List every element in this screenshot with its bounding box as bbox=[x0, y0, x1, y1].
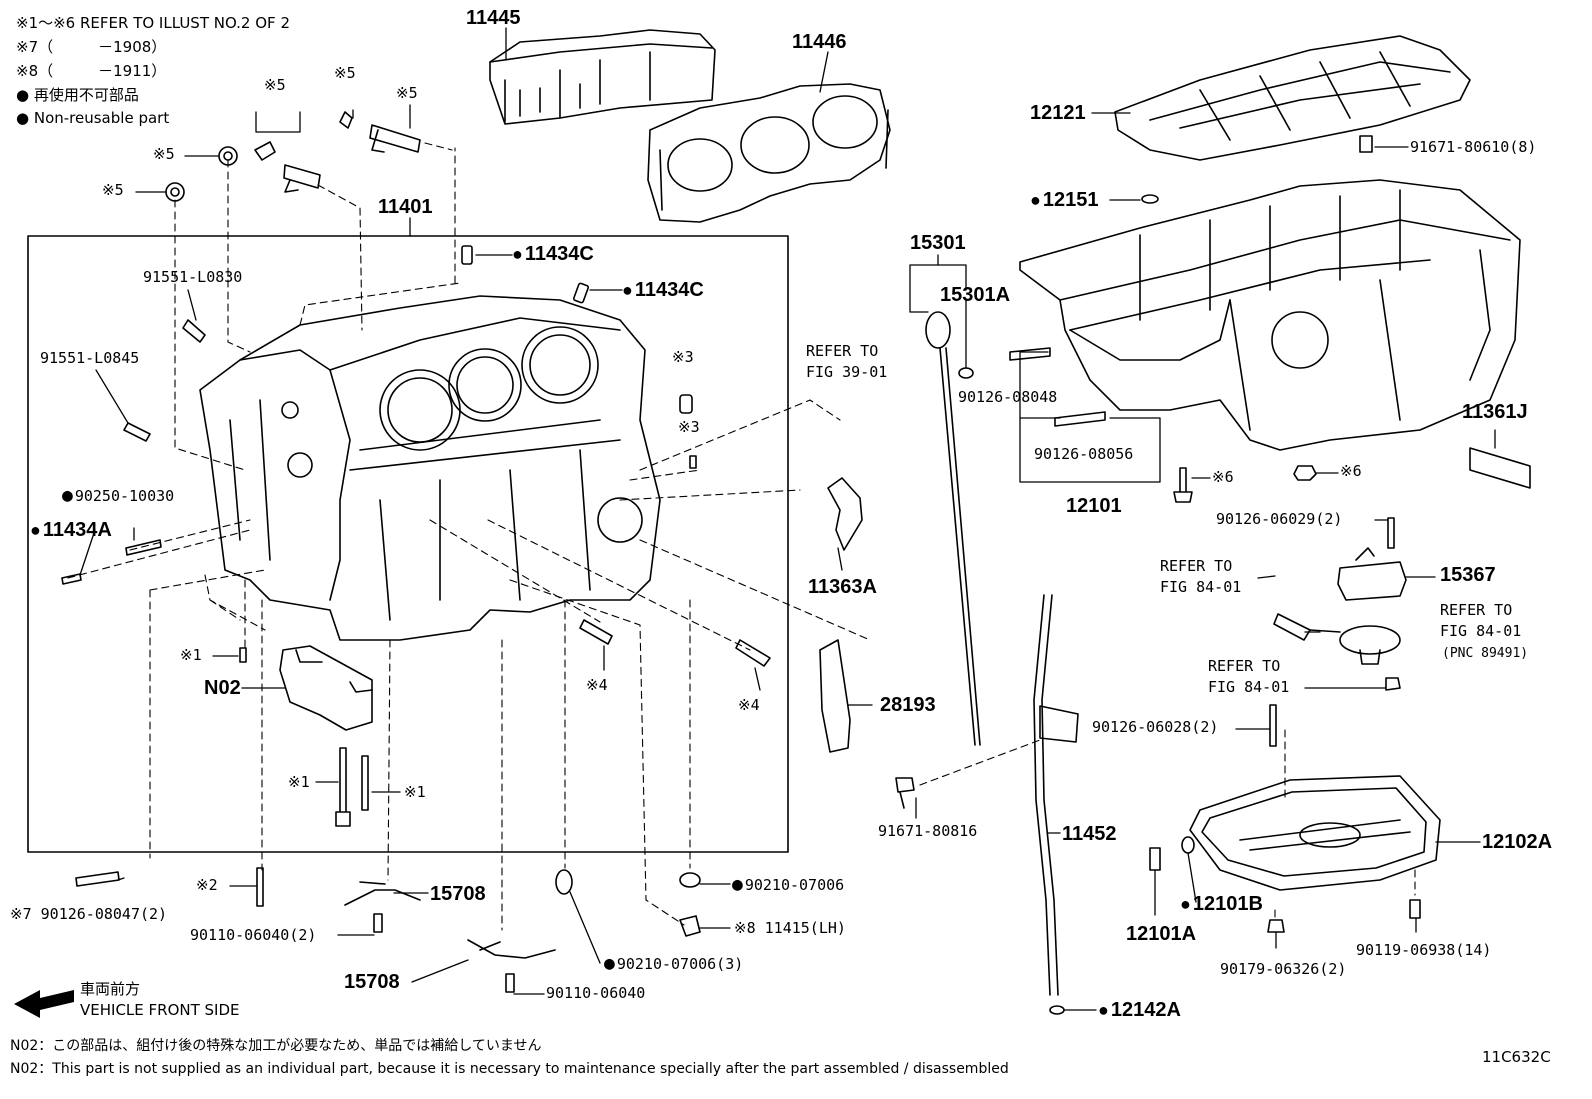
note-nonreusable-jp: ● 再使用不可部品 bbox=[16, 86, 139, 104]
label-11446[interactable]: 11446 bbox=[792, 31, 847, 53]
label-11445[interactable]: 11445 bbox=[466, 7, 521, 29]
label-refer-fig84-c-line2[interactable]: FIG 84-01 bbox=[1208, 678, 1290, 696]
illustration-code: 11C632C bbox=[1482, 1048, 1551, 1066]
label-mark1-a: ※1 bbox=[180, 646, 202, 664]
label-12101A[interactable]: 12101A bbox=[1126, 923, 1197, 945]
label-12101B[interactable]: 12101B bbox=[1180, 894, 1263, 914]
label-91551-L0830[interactable]: 91551-L0830 bbox=[143, 268, 243, 286]
front-side-jp: 車両前方 bbox=[80, 980, 141, 998]
label-mark5-e: ※5 bbox=[102, 181, 124, 199]
label-refer-fig84-b-line2[interactable]: FIG 84-01 bbox=[1440, 622, 1522, 640]
label-90126-08048[interactable]: 90126-08048 bbox=[958, 388, 1058, 406]
label-11363A[interactable]: 11363A bbox=[808, 576, 877, 598]
note-nonreusable-en: ● Non-reusable part bbox=[16, 109, 170, 127]
label-12121[interactable]: 12121 bbox=[1030, 102, 1086, 124]
label-refer-fig84-a-line2[interactable]: FIG 84-01 bbox=[1160, 578, 1242, 596]
label-mark6-a: ※6 bbox=[1212, 468, 1234, 486]
label-12102A[interactable]: 12102A bbox=[1482, 831, 1553, 853]
label-90210-07006-3[interactable]: 90210-07006(3) bbox=[604, 955, 743, 973]
part-11446-gasket bbox=[647, 83, 891, 223]
leader-lines bbox=[79, 27, 1496, 1011]
label-mark5-a: ※5 bbox=[264, 76, 286, 94]
fasteners bbox=[61, 111, 1531, 1015]
label-90110-06040-2[interactable]: 90110-06040(2) bbox=[190, 926, 317, 944]
label-refer-fig39-line2[interactable]: FIG 39-01 bbox=[806, 363, 888, 381]
label-90126-06029[interactable]: 90126-06029(2) bbox=[1216, 510, 1343, 528]
label-90119-06938[interactable]: 90119-06938(14) bbox=[1356, 941, 1492, 959]
dashed-leaders bbox=[67, 142, 1416, 931]
label-90126-08056[interactable]: 90126-08056 bbox=[1034, 445, 1134, 463]
label-11434C-lower[interactable]: 11434C bbox=[622, 280, 704, 300]
label-91671-80816[interactable]: 91671-80816 bbox=[878, 822, 978, 840]
part-11401-cylinder-block bbox=[199, 295, 661, 641]
label-11452[interactable]: 11452 bbox=[1062, 823, 1117, 845]
label-mark5-b: ※5 bbox=[334, 64, 356, 82]
label-15367[interactable]: 15367 bbox=[1440, 564, 1496, 586]
label-90210-07006[interactable]: 90210-07006 bbox=[732, 876, 844, 894]
label-11434C-top[interactable]: 11434C bbox=[512, 244, 594, 264]
label-90250-10030[interactable]: 90250-10030 bbox=[62, 487, 174, 505]
label-mark1-c: ※1 bbox=[404, 783, 426, 801]
label-pnc-89491: (PNC 89491) bbox=[1442, 646, 1529, 661]
label-91551-L0845[interactable]: 91551-L0845 bbox=[40, 349, 140, 367]
label-11415-lh[interactable]: ※8 11415(LH) bbox=[734, 919, 846, 937]
label-15301A[interactable]: 15301A bbox=[940, 284, 1011, 306]
label-15708-lower[interactable]: 15708 bbox=[344, 971, 400, 993]
label-refer-fig84-a-line1[interactable]: REFER TO bbox=[1160, 557, 1233, 575]
block-group-frame bbox=[27, 235, 789, 853]
label-90126-08047[interactable]: ※7 90126-08047(2) bbox=[10, 905, 168, 923]
part-15301-dipstick bbox=[925, 311, 981, 746]
label-mark6-b: ※6 bbox=[1340, 462, 1362, 480]
footer-note-en: N02：This part is not supplied as an indi… bbox=[10, 1061, 1009, 1077]
label-mark2: ※2 bbox=[196, 876, 218, 894]
label-mark5-c: ※5 bbox=[396, 84, 418, 102]
label-mark4-a: ※4 bbox=[586, 676, 608, 694]
label-15708-upper[interactable]: 15708 bbox=[430, 883, 486, 905]
part-12101-upper-pan bbox=[1019, 179, 1521, 451]
label-91671-80610[interactable]: 91671-80610(8) bbox=[1410, 138, 1537, 156]
label-refer-fig84-c-line1[interactable]: REFER TO bbox=[1208, 657, 1281, 675]
label-mark1-b: ※1 bbox=[288, 773, 310, 791]
part-12121-baffle bbox=[1114, 35, 1471, 161]
label-11434A[interactable]: 11434A bbox=[30, 520, 112, 540]
label-11401[interactable]: 11401 bbox=[378, 196, 433, 218]
front-arrow-icon bbox=[14, 990, 74, 1018]
label-refer-fig84-b-line1[interactable]: REFER TO bbox=[1440, 601, 1513, 619]
label-N02[interactable]: N02 bbox=[204, 677, 241, 699]
label-12151[interactable]: 12151 bbox=[1030, 190, 1099, 210]
label-12142A[interactable]: 12142A bbox=[1098, 1000, 1181, 1020]
label-12101[interactable]: 12101 bbox=[1066, 495, 1122, 517]
note-mark7: ※7（ －1908） bbox=[16, 38, 167, 56]
footer-note-jp: N02：この部品は、組付け後の特殊な加工が必要なため、単品では補給していません bbox=[10, 1038, 542, 1054]
label-refer-fig39-line1[interactable]: REFER TO bbox=[806, 342, 879, 360]
label-mark4-b: ※4 bbox=[738, 696, 760, 714]
part-12102A-lower-pan bbox=[1189, 775, 1441, 891]
front-side-en: VEHICLE FRONT SIDE bbox=[80, 1001, 240, 1019]
label-11361J[interactable]: 11361J bbox=[1462, 401, 1528, 423]
label-90110-06040[interactable]: 90110-06040 bbox=[546, 984, 646, 1002]
label-15301[interactable]: 15301 bbox=[910, 232, 966, 254]
note-refer-illust: ※1～※6 REFER TO ILLUST NO.2 OF 2 bbox=[16, 14, 290, 32]
label-mark3-a: ※3 bbox=[672, 348, 694, 366]
label-mark3-b: ※3 bbox=[678, 418, 700, 436]
label-90179-06326[interactable]: 90179-06326(2) bbox=[1220, 960, 1347, 978]
part-11445-cover bbox=[489, 29, 716, 125]
part-11452-guide bbox=[1033, 594, 1079, 996]
label-28193[interactable]: 28193 bbox=[880, 694, 936, 716]
label-mark5-d: ※5 bbox=[153, 145, 175, 163]
label-90126-06028[interactable]: 90126-06028(2) bbox=[1092, 718, 1219, 736]
note-mark8: ※8（ －1911） bbox=[16, 62, 167, 80]
